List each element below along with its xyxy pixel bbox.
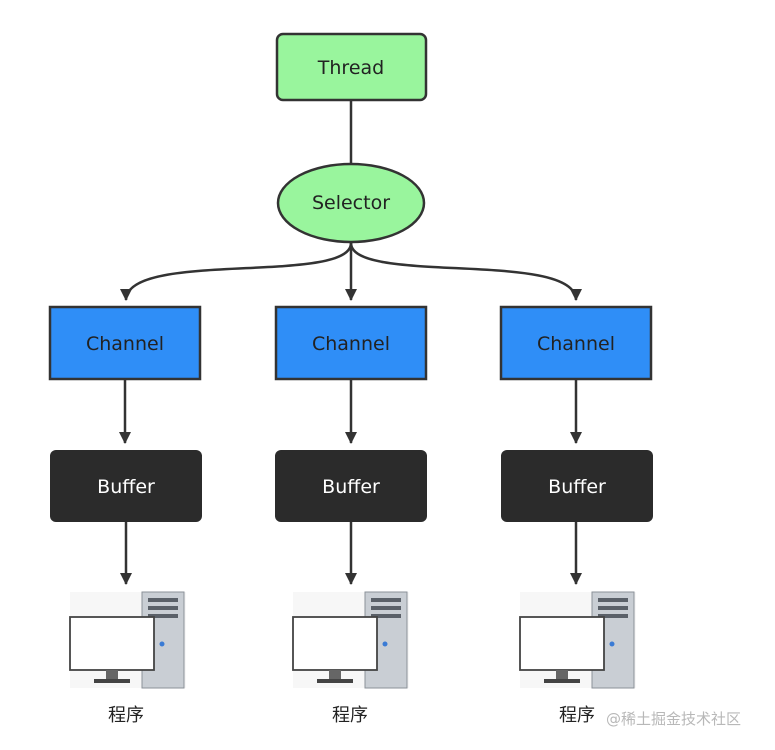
buffer-box xyxy=(501,450,653,522)
selector-label: Selector xyxy=(312,192,390,214)
column-2: Channel Buffer 程序 xyxy=(274,305,428,726)
column-3: Channel Buffer 程序 xyxy=(499,305,653,726)
desktop-computer-icon xyxy=(292,591,409,689)
selector-ellipse xyxy=(276,162,426,244)
column-1: Channel Buffer 程序 xyxy=(48,305,202,726)
channel-box xyxy=(499,305,653,381)
channel-box xyxy=(274,305,428,381)
selector-node: Selector xyxy=(276,162,426,244)
channel-label: Channel xyxy=(537,333,615,355)
program-label: 程序 xyxy=(332,705,368,726)
thread-node: Thread xyxy=(275,32,428,102)
selector-channel-3-arrow xyxy=(349,242,582,301)
thread-box xyxy=(275,32,428,102)
buffer-label: Buffer xyxy=(97,476,155,498)
buffer-label: Buffer xyxy=(322,476,380,498)
program-label: 程序 xyxy=(108,705,144,726)
channel-label: Channel xyxy=(312,333,390,355)
buffer-label: Buffer xyxy=(548,476,606,498)
channel-box xyxy=(48,305,202,381)
program-label: 程序 xyxy=(559,705,595,726)
desktop-computer-icon xyxy=(69,591,186,689)
channel-label: Channel xyxy=(86,333,164,355)
buffer-box xyxy=(50,450,202,522)
desktop-computer-icon xyxy=(519,591,636,689)
watermark-text: @稀土掘金技术社区 xyxy=(606,710,741,728)
selector-channel-1-arrow xyxy=(120,242,353,301)
buffer-box xyxy=(275,450,427,522)
thread-label: Thread xyxy=(317,57,384,79)
